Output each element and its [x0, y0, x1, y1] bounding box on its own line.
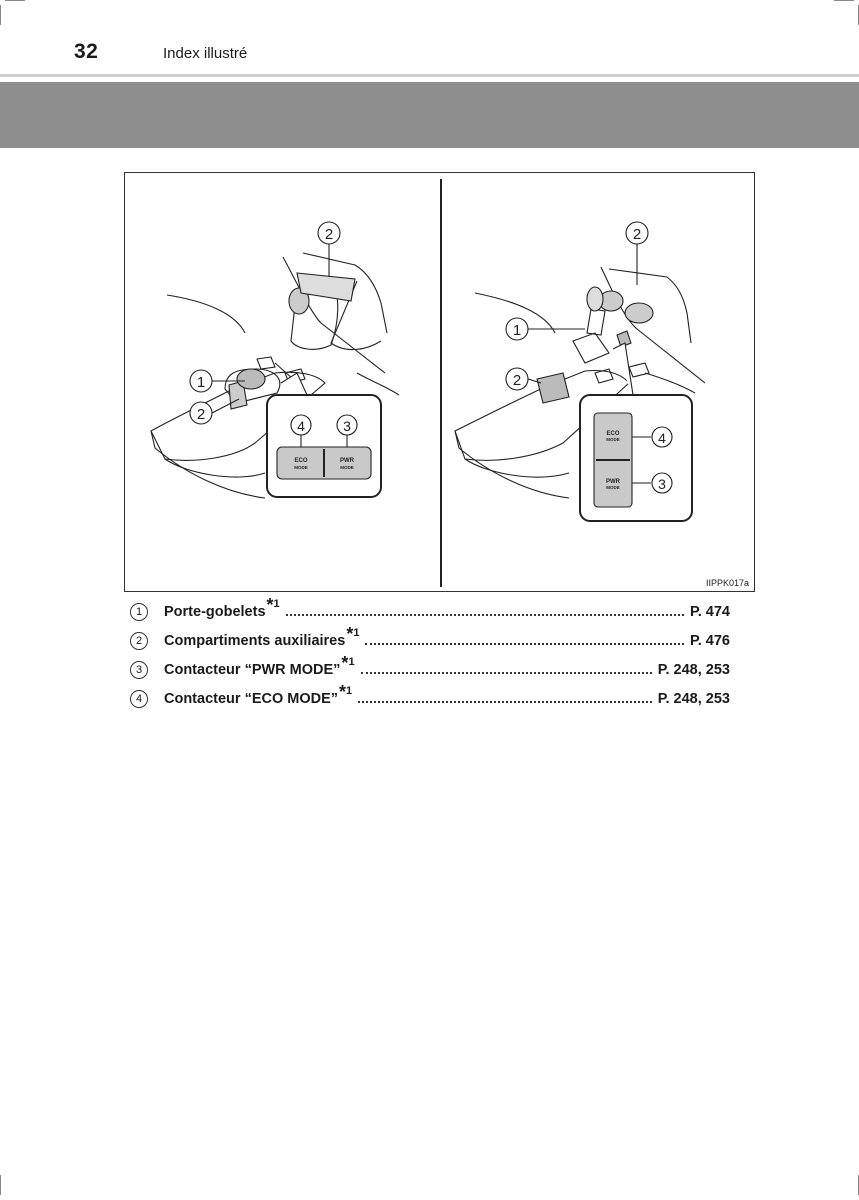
item-number: 4: [130, 689, 148, 708]
svg-text:4: 4: [297, 418, 305, 434]
svg-text:2: 2: [325, 226, 333, 243]
svg-text:PWR: PWR: [606, 479, 621, 485]
title-band: [0, 82, 859, 148]
page-header: 32 Index illustré: [0, 0, 859, 78]
dot-leader: [285, 613, 684, 616]
svg-text:3: 3: [343, 418, 351, 434]
index-list: 1 Porte-gobelets *1 P. 474 2 Compartimen…: [130, 595, 730, 713]
svg-text:ECO: ECO: [606, 431, 619, 437]
illustration-frame: 2 1 2 4 3 ECO MODE PWR MOD: [124, 172, 755, 592]
page-reference[interactable]: P. 476: [689, 632, 730, 649]
header-divider: [0, 74, 859, 77]
dot-leader: [358, 700, 652, 703]
svg-text:ECO: ECO: [294, 458, 307, 464]
svg-text:MODE: MODE: [606, 437, 620, 442]
svg-text:1: 1: [197, 374, 205, 391]
item-label: Porte-gobelets: [164, 603, 266, 620]
svg-text:MODE: MODE: [340, 465, 354, 470]
crop-mark: [0, 5, 1, 25]
section-title: Index illustré: [163, 45, 248, 62]
item-number: 2: [130, 631, 148, 650]
right-console-drawing: [454, 266, 706, 499]
svg-text:2: 2: [197, 406, 205, 423]
right-callout-2-bottom: 2: [505, 367, 542, 391]
item-number: 1: [130, 602, 148, 621]
footnote-marker: *1: [341, 653, 355, 673]
svg-text:1: 1: [513, 322, 521, 339]
list-item: 2 Compartiments auxiliaires *1 P. 476: [130, 624, 730, 655]
item-number: 3: [130, 660, 148, 679]
list-item: 1 Porte-gobelets *1 P. 474: [130, 595, 730, 626]
svg-text:2: 2: [513, 372, 521, 389]
page-number: 32: [74, 40, 99, 63]
svg-text:MODE: MODE: [294, 465, 308, 470]
svg-text:2: 2: [633, 226, 641, 243]
item-label: Compartiments auxiliaires: [164, 632, 346, 649]
crop-mark: [0, 1175, 1, 1195]
item-label: Contacteur “PWR MODE”: [164, 661, 341, 678]
left-callout-1: 1: [189, 369, 245, 393]
center-console-illustration: 2 1 2 4 3 ECO MODE PWR MOD: [150, 179, 706, 587]
left-callout-2-bottom: 2: [189, 398, 240, 425]
left-console-drawing: [150, 252, 400, 499]
list-item: 4 Contacteur “ECO MODE” *1 P. 248, 253: [130, 682, 730, 713]
footnote-marker: *1: [339, 682, 353, 702]
right-callout-1: 1: [505, 317, 585, 341]
svg-text:3: 3: [658, 476, 666, 492]
svg-text:PWR: PWR: [340, 458, 355, 464]
crop-mark: [834, 0, 854, 1]
right-callout-2-top: 2: [625, 221, 649, 285]
footnote-marker: *1: [266, 595, 280, 615]
svg-text:MODE: MODE: [606, 485, 620, 490]
figure-code: IIPPK017a: [705, 578, 749, 588]
left-callout-2-top: 2: [317, 221, 341, 277]
crop-mark: [5, 0, 25, 1]
dot-leader: [365, 642, 684, 645]
page-reference[interactable]: P. 474: [689, 603, 730, 620]
right-switch-inset: ECO MODE PWR MODE 4 3: [579, 342, 693, 522]
list-item: 3 Contacteur “PWR MODE” *1 P. 248, 253: [130, 653, 730, 684]
page-reference[interactable]: P. 248, 253: [657, 690, 730, 707]
page-reference[interactable]: P. 248, 253: [657, 661, 730, 678]
svg-text:4: 4: [658, 430, 666, 446]
item-label: Contacteur “ECO MODE”: [164, 690, 339, 707]
left-switch-inset: 4 3 ECO MODE PWR MODE: [266, 372, 382, 498]
footnote-marker: *1: [346, 624, 360, 644]
dot-leader: [360, 671, 652, 674]
